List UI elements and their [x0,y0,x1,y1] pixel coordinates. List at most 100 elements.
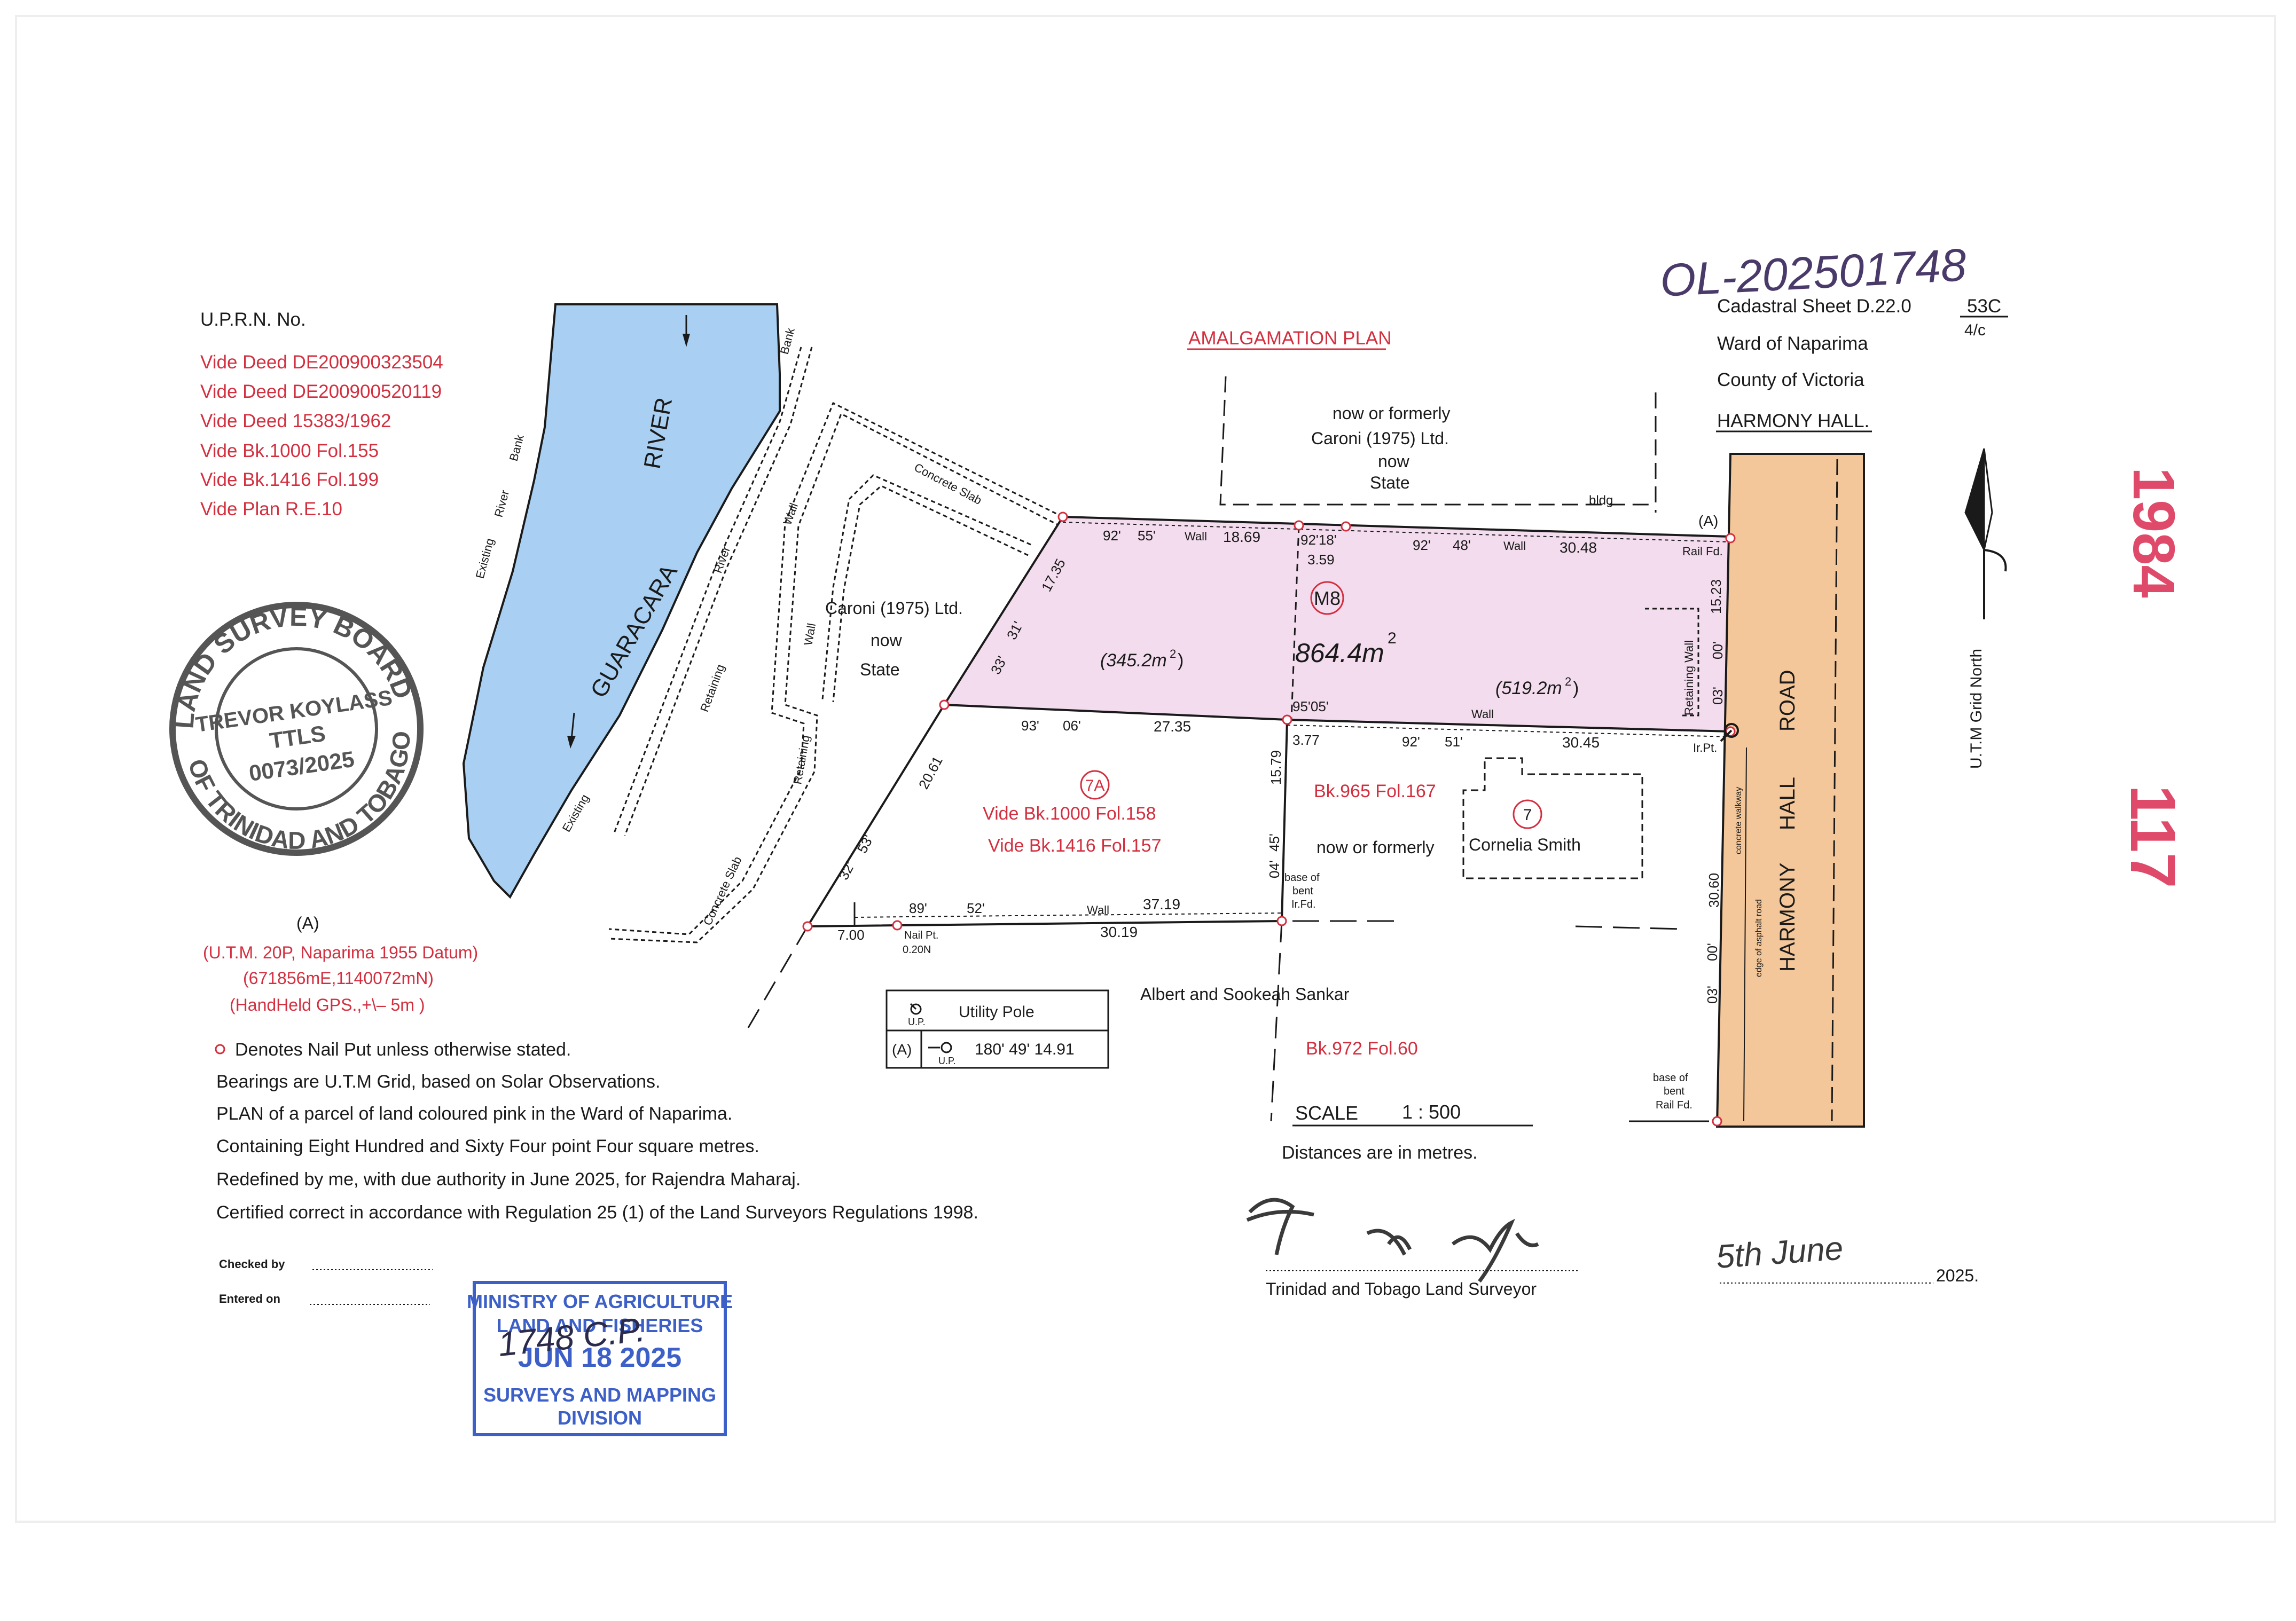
utility-pole-icon [941,1042,952,1053]
ministry-stamp-date: JUN 18 2025 [518,1342,681,1373]
bearing-min: 52' [967,900,985,916]
vertical-ref-top: 1984 [2121,467,2187,598]
north-boundary-dashed [1219,376,1650,506]
parcel-id: M8 [1314,587,1341,609]
angle: 92'18' [1300,532,1337,548]
ir-pt-label: Ir.Pt. [1693,741,1717,754]
bearing-min: 51' [1445,734,1463,750]
parcel-m8 [942,515,1731,733]
bearing-min: 06' [1063,718,1081,734]
bearing-deg: 92' [1402,734,1420,750]
ministry-stamp-line: DIVISION [558,1407,642,1429]
boundary-extension [1270,920,1283,1122]
entered-on-label: Entered on [219,1292,280,1305]
place-name: HARMONY HALL. [1717,411,1869,431]
neighbour-north-line: Caroni (1975) Ltd. [1311,429,1449,448]
bent-rail-label: Rail Fd. [1656,1099,1692,1111]
deed-ref: Vide Plan R.E.10 [200,499,342,520]
bearing-deg: 04' [1266,860,1282,878]
deed-ref: Vide Bk.1416 Fol.199 [200,469,379,490]
bearing-min: 45' [1266,833,1282,852]
bent-ir-label: bent [1292,885,1313,897]
bent-rail-label: base of [1653,1072,1688,1084]
concrete-slab-outline [832,485,1029,703]
boundary-extension [1575,925,1683,930]
stamp-outer-ring [169,602,424,856]
lot-7a-id: 7A [1085,777,1105,794]
note-line: Redefined by me, with due authority in J… [216,1169,801,1190]
retaining-wall-outline [613,347,802,833]
nail-pt-label: Nail Pt. [904,930,938,941]
neighbour-north-line: now or formerly [1333,404,1451,423]
legend-bearing: 180' 49' 14.91 [975,1041,1075,1058]
harmony-hall-road: ROAD HALL HARMONY concrete walkway edge … [1704,453,1865,1128]
legend-a-label: (A) [892,1041,912,1058]
wall-label: Wall [1503,539,1526,553]
retaining-wall-outline [624,347,813,836]
deed-references: Vide Deed DE200900323504 Vide Deed DE200… [200,352,443,520]
bldg-label: bldg [1589,493,1613,508]
distance: 27.35 [1154,718,1191,735]
south-neighbour: Albert and Sookeah Sankar [1140,985,1350,1004]
bent-rail-label: bent [1664,1085,1684,1097]
parcel-west-area-end: ) [1178,650,1184,671]
north-arrow-icon: U.T.M Grid North [1964,448,2007,769]
lot-7a-ref: Vide Bk.1416 Fol.157 [988,836,1162,856]
deed-ref: Vide Deed DE200900323504 [200,352,443,373]
north-arrow-label: U.T.M Grid North [1968,649,1985,769]
reference-point-accuracy: (HandHeld GPS.,+\– 5m ) [230,995,425,1014]
ministry-stamp-line: SURVEYS AND MAPPING [483,1384,716,1406]
bearing-deg: 03' [1710,687,1726,705]
nail-point-icon [215,1044,225,1055]
checked-by-label: Checked by [219,1257,285,1271]
parcel-east-area-sup: 2 [1565,675,1571,688]
neighbour-west: Caroni (1975) Ltd. now State [825,599,963,679]
neighbour-west-line: State [860,660,900,679]
retaining-wall-east [1645,608,1699,717]
note-line: Bearings are U.T.M Grid, based on Solar … [216,1072,661,1092]
ward: Ward of Naparima [1717,333,1868,354]
parcel-east-area: (519.2m [1495,678,1562,698]
bearing-deg: 03' [1704,986,1720,1004]
nail-point-mark [1725,533,1736,544]
reference-point-coords: (671856mE,1140072mN) [243,969,434,988]
lot-7a-boundary [805,704,1288,928]
north-arrow-hook [1984,549,2007,572]
distance: 37.19 [1143,896,1180,912]
road-surface [1715,453,1865,1128]
reference-point-datum: (U.T.M. 20P, Naparima 1955 Datum) [203,943,478,962]
nail-point-mark [892,920,903,931]
distance: 15.23 [1708,579,1724,614]
nail-point-mark [1282,714,1292,725]
bearing-min: 00' [1710,641,1726,659]
bearing-deg: 92' [1413,537,1431,553]
note-line: Containing Eight Hundred and Sixty Four … [216,1136,759,1156]
road-edge-dashed [1831,459,1838,1122]
lot-7-owner: Cornelia Smith [1469,835,1581,854]
lot-7-id-circle [1513,799,1542,829]
parcel-total-area: 864.4m [1295,638,1384,668]
reference-point-label: (A) [296,914,319,933]
legend-up-label: U.P. [938,1056,956,1066]
nail-point-mark [802,921,813,932]
scale-units: Distances are in metres. [1282,1143,1478,1163]
nail-point-mark [1294,520,1304,531]
concrete-slab-outline [608,402,1063,935]
north-arrow-icon [1965,448,1984,550]
distance: 30.19 [1100,924,1138,940]
ministry-stamp-line: MINISTRY OF AGRICULTURE [467,1290,733,1312]
parcel-west-area-sup: 2 [1170,647,1176,660]
deed-ref: Vide Deed 15383/1962 [200,411,391,431]
lot-7-owner-prefix: now or formerly [1317,838,1435,857]
wall-label: Wall [1087,903,1109,917]
note-line: Denotes Nail Put unless otherwise stated… [235,1040,571,1060]
sheet-sub: 4/c [1964,321,1986,339]
utility-pole-icon [1724,723,1739,738]
road-name: ROAD [1776,670,1799,731]
parcel-total-area-sup: 2 [1388,629,1397,647]
legend-up-label: U.P. [908,1017,926,1027]
deed-ref: Vide Bk.1000 Fol.155 [200,440,379,461]
cadastral-sheet: Cadastral Sheet D.22.0 [1717,296,1911,317]
paper-sheet [15,15,2276,1523]
wall-label: Wall [1471,707,1494,721]
